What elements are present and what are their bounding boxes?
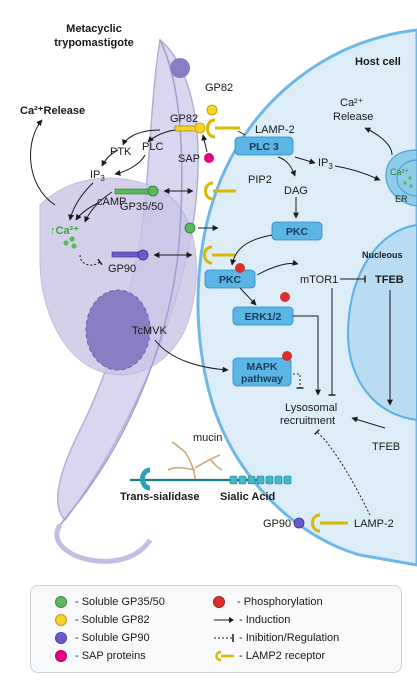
sialic-acid-label: Sialic Acid: [220, 491, 275, 503]
trans-sialidase-label: Trans-sialidase: [120, 491, 200, 503]
gp35-bound: [147, 185, 159, 197]
plc3-box: [234, 136, 294, 156]
plc-label: PLC: [142, 141, 163, 153]
lamp2-bottom-label: LAMP-2: [354, 518, 394, 530]
ca-er-label: Ca²⁺: [390, 167, 410, 177]
sialic-acid-chain: [229, 475, 292, 485]
host-cell-title: Host cell: [355, 56, 401, 68]
mtor1-label: mTOR1: [300, 274, 338, 286]
ca-release-right-2: Release: [333, 111, 373, 123]
plc3-label: PLC 3: [249, 141, 279, 153]
gp82-mid-label: GP82: [170, 113, 198, 125]
ip3-left-label: IP3: [90, 169, 105, 183]
er-label: ER: [395, 194, 408, 204]
lamp2-receptor-bottom: [311, 513, 348, 533]
pkc-mid-label: PKC: [219, 274, 242, 286]
mapk-pathway-box: [232, 357, 292, 387]
legend-gp82: - Soluble GP82: [55, 614, 150, 626]
mapk-label-1: MAPK: [247, 361, 278, 373]
sap-label: SAP: [178, 153, 200, 165]
gp90-membrane-protein: [111, 251, 141, 258]
legend-inhibition: - Inibition/Regulation: [213, 632, 339, 644]
lamp2-receptor-gp90: [203, 245, 235, 265]
erk12-label: ERK1/2: [245, 311, 282, 323]
lyso-label-2: recruitment: [280, 415, 335, 427]
tcmvk-label: TcMVK: [132, 325, 168, 337]
ip3-right-label: IP3: [318, 157, 333, 171]
ca-release-left: Ca²⁺Release: [20, 105, 85, 117]
purple-dot-icon: [55, 632, 67, 644]
mucin-label: mucin: [193, 432, 222, 444]
mucin-branches: [167, 441, 223, 481]
pkc-mid-box: [204, 269, 256, 289]
gp82-top-label: GP82: [205, 82, 233, 94]
phospho-mapk: [282, 351, 292, 361]
endoplasmic-reticulum: [385, 149, 417, 207]
trans-sialidase-shape: [140, 467, 151, 491]
ca-release-right-1: Ca²⁺: [340, 97, 364, 109]
legend: - Soluble GP35/50 - Soluble GP82 - Solub…: [30, 585, 402, 673]
lamp2-receptor-gp35: [204, 181, 236, 201]
phospho-erk: [280, 292, 290, 302]
legend-sap: - SAP proteins: [55, 650, 146, 662]
phospho-icon: [213, 596, 225, 608]
host-cell-body: [196, 28, 417, 567]
legend-phosphorylation: - Phosphorylation: [213, 596, 323, 608]
green-dot-icon: [55, 596, 67, 608]
legend-induction: - Induction: [213, 614, 290, 626]
parasite-title-line1: Metacyclic: [66, 23, 122, 35]
ptk-label: PTK: [110, 146, 132, 158]
gp90-mid-label: GP90: [108, 263, 136, 275]
yellow-dot-icon: [55, 614, 67, 626]
parasite-nucleus: [85, 289, 151, 371]
legend-gp90: - Soluble GP90: [55, 632, 150, 644]
sap-dot: [204, 153, 214, 163]
soluble-gp82-dot: [206, 104, 218, 116]
camp-label: cAMP: [97, 196, 126, 208]
nucleus-label: Nucleous: [362, 250, 403, 260]
gp82-bound: [194, 122, 206, 134]
legend-gp35: - Soluble GP35/50: [55, 596, 165, 608]
lamp2-top-label: LAMP-2: [255, 124, 295, 136]
tfeb-top-label: TFEB: [375, 274, 404, 286]
gp82-membrane-protein: [174, 125, 198, 132]
phospho-pkc: [235, 263, 245, 273]
lamp2-receptor-top: [206, 118, 240, 139]
mapk-label-2: pathway: [241, 373, 283, 385]
gp35-membrane-protein: [114, 188, 151, 195]
ca-left-label: ↑Ca²⁺: [50, 225, 79, 237]
pkc-top-box: [271, 221, 323, 241]
gp35-label: GP35/50: [120, 201, 163, 213]
nucleus: [346, 223, 417, 422]
lyso-label-1: Lysosomal: [285, 402, 337, 414]
parasite-title-line2: trypomastigote: [54, 37, 133, 49]
lamp2-receptor-icon: [215, 650, 234, 662]
legend-lamp2: - LAMP2 receptor: [213, 650, 325, 662]
magenta-dot-icon: [55, 650, 67, 662]
tfeb-bottom-label: TFEB: [372, 441, 400, 453]
soluble-gp35-dot: [184, 222, 196, 234]
soluble-gp90-dot: [293, 517, 305, 529]
dag-label: DAG: [284, 185, 308, 197]
arrow-icon: [214, 617, 234, 623]
pkc-top-label: PKC: [286, 226, 309, 238]
inhibition-icon: [214, 634, 234, 642]
kinetoplast: [170, 58, 190, 78]
pip2-label: PIP2: [248, 174, 272, 186]
gp90-bound: [137, 249, 149, 261]
gp90-bottom-label: GP90: [263, 518, 291, 530]
